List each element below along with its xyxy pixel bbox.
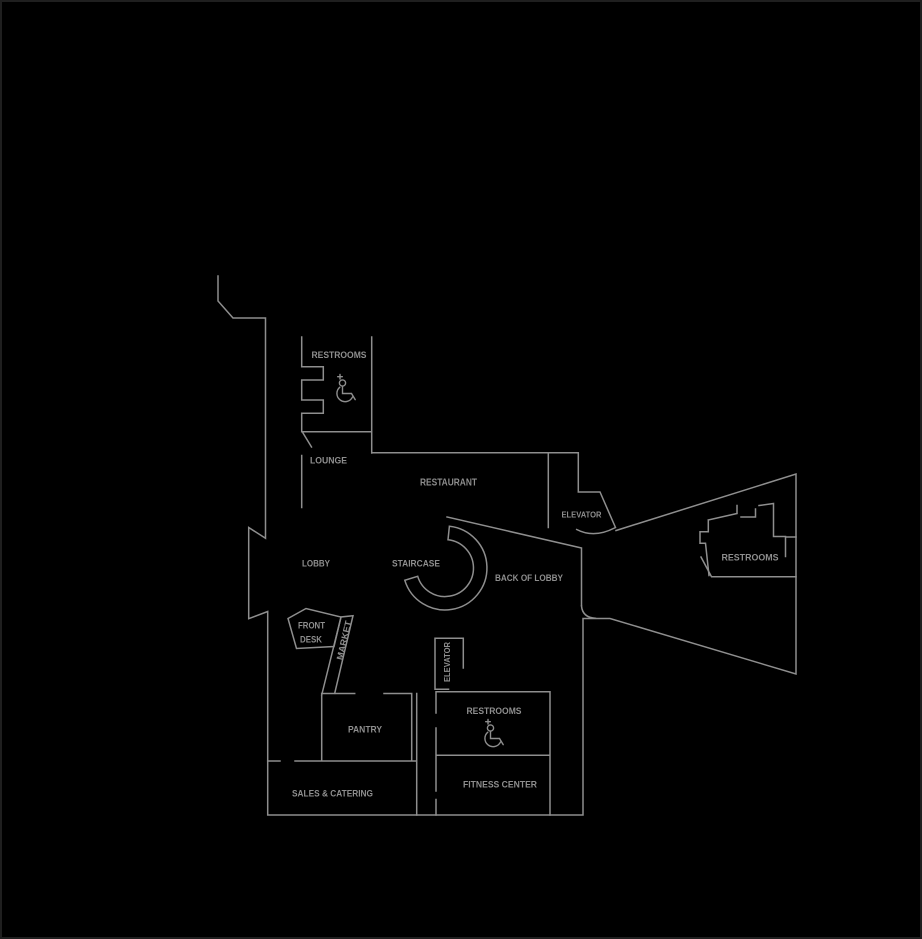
label-elevator-lower: ELEVATOR: [442, 642, 452, 682]
label-restaurant: RESTAURANT: [420, 478, 477, 489]
label-lounge: LOUNGE: [310, 456, 347, 466]
label-restrooms-top: RESTROOMS: [312, 350, 367, 360]
label-front-desk-line1: FRONT: [298, 621, 325, 631]
label-restrooms-right: RESTROOMS: [722, 553, 779, 563]
wall-market: [320, 614, 354, 696]
wall-restrooms-top: [300, 336, 617, 529]
label-restrooms-lower: RESTROOMS: [467, 706, 522, 716]
label-elevator-upper: ELEVATOR: [562, 510, 602, 520]
label-back-of-lobby: BACK OF LOBBY: [495, 573, 564, 584]
label-fitness-center: FITNESS CENTER: [463, 780, 537, 791]
walls: [217, 275, 797, 816]
wall-lower-rooms: [266, 637, 551, 816]
wheelchair-accessible-icon: [336, 373, 356, 403]
label-staircase: STAIRCASE: [392, 559, 440, 570]
wall-restaurant-bottom: [446, 516, 583, 607]
wall-elevator-arc: [575, 526, 616, 535]
label-sales-catering: SALES & CATERING: [292, 789, 373, 800]
wall-staircase: [403, 525, 488, 611]
room-labels: RESTROOMS LOUNGE RESTAURANT ELEVATOR RES…: [292, 350, 779, 800]
wall-door-arc: [580, 605, 597, 620]
label-pantry: PANTRY: [348, 725, 382, 735]
wall-wing-bottom: [699, 555, 797, 578]
label-market: MARKET: [335, 619, 354, 661]
label-lobby: LOBBY: [302, 559, 331, 570]
wall-perimeter: [217, 275, 797, 816]
wheelchair-accessible-icon: [484, 718, 504, 748]
label-front-desk-line2: DESK: [300, 635, 322, 645]
wall-wing-interior: [699, 502, 797, 577]
